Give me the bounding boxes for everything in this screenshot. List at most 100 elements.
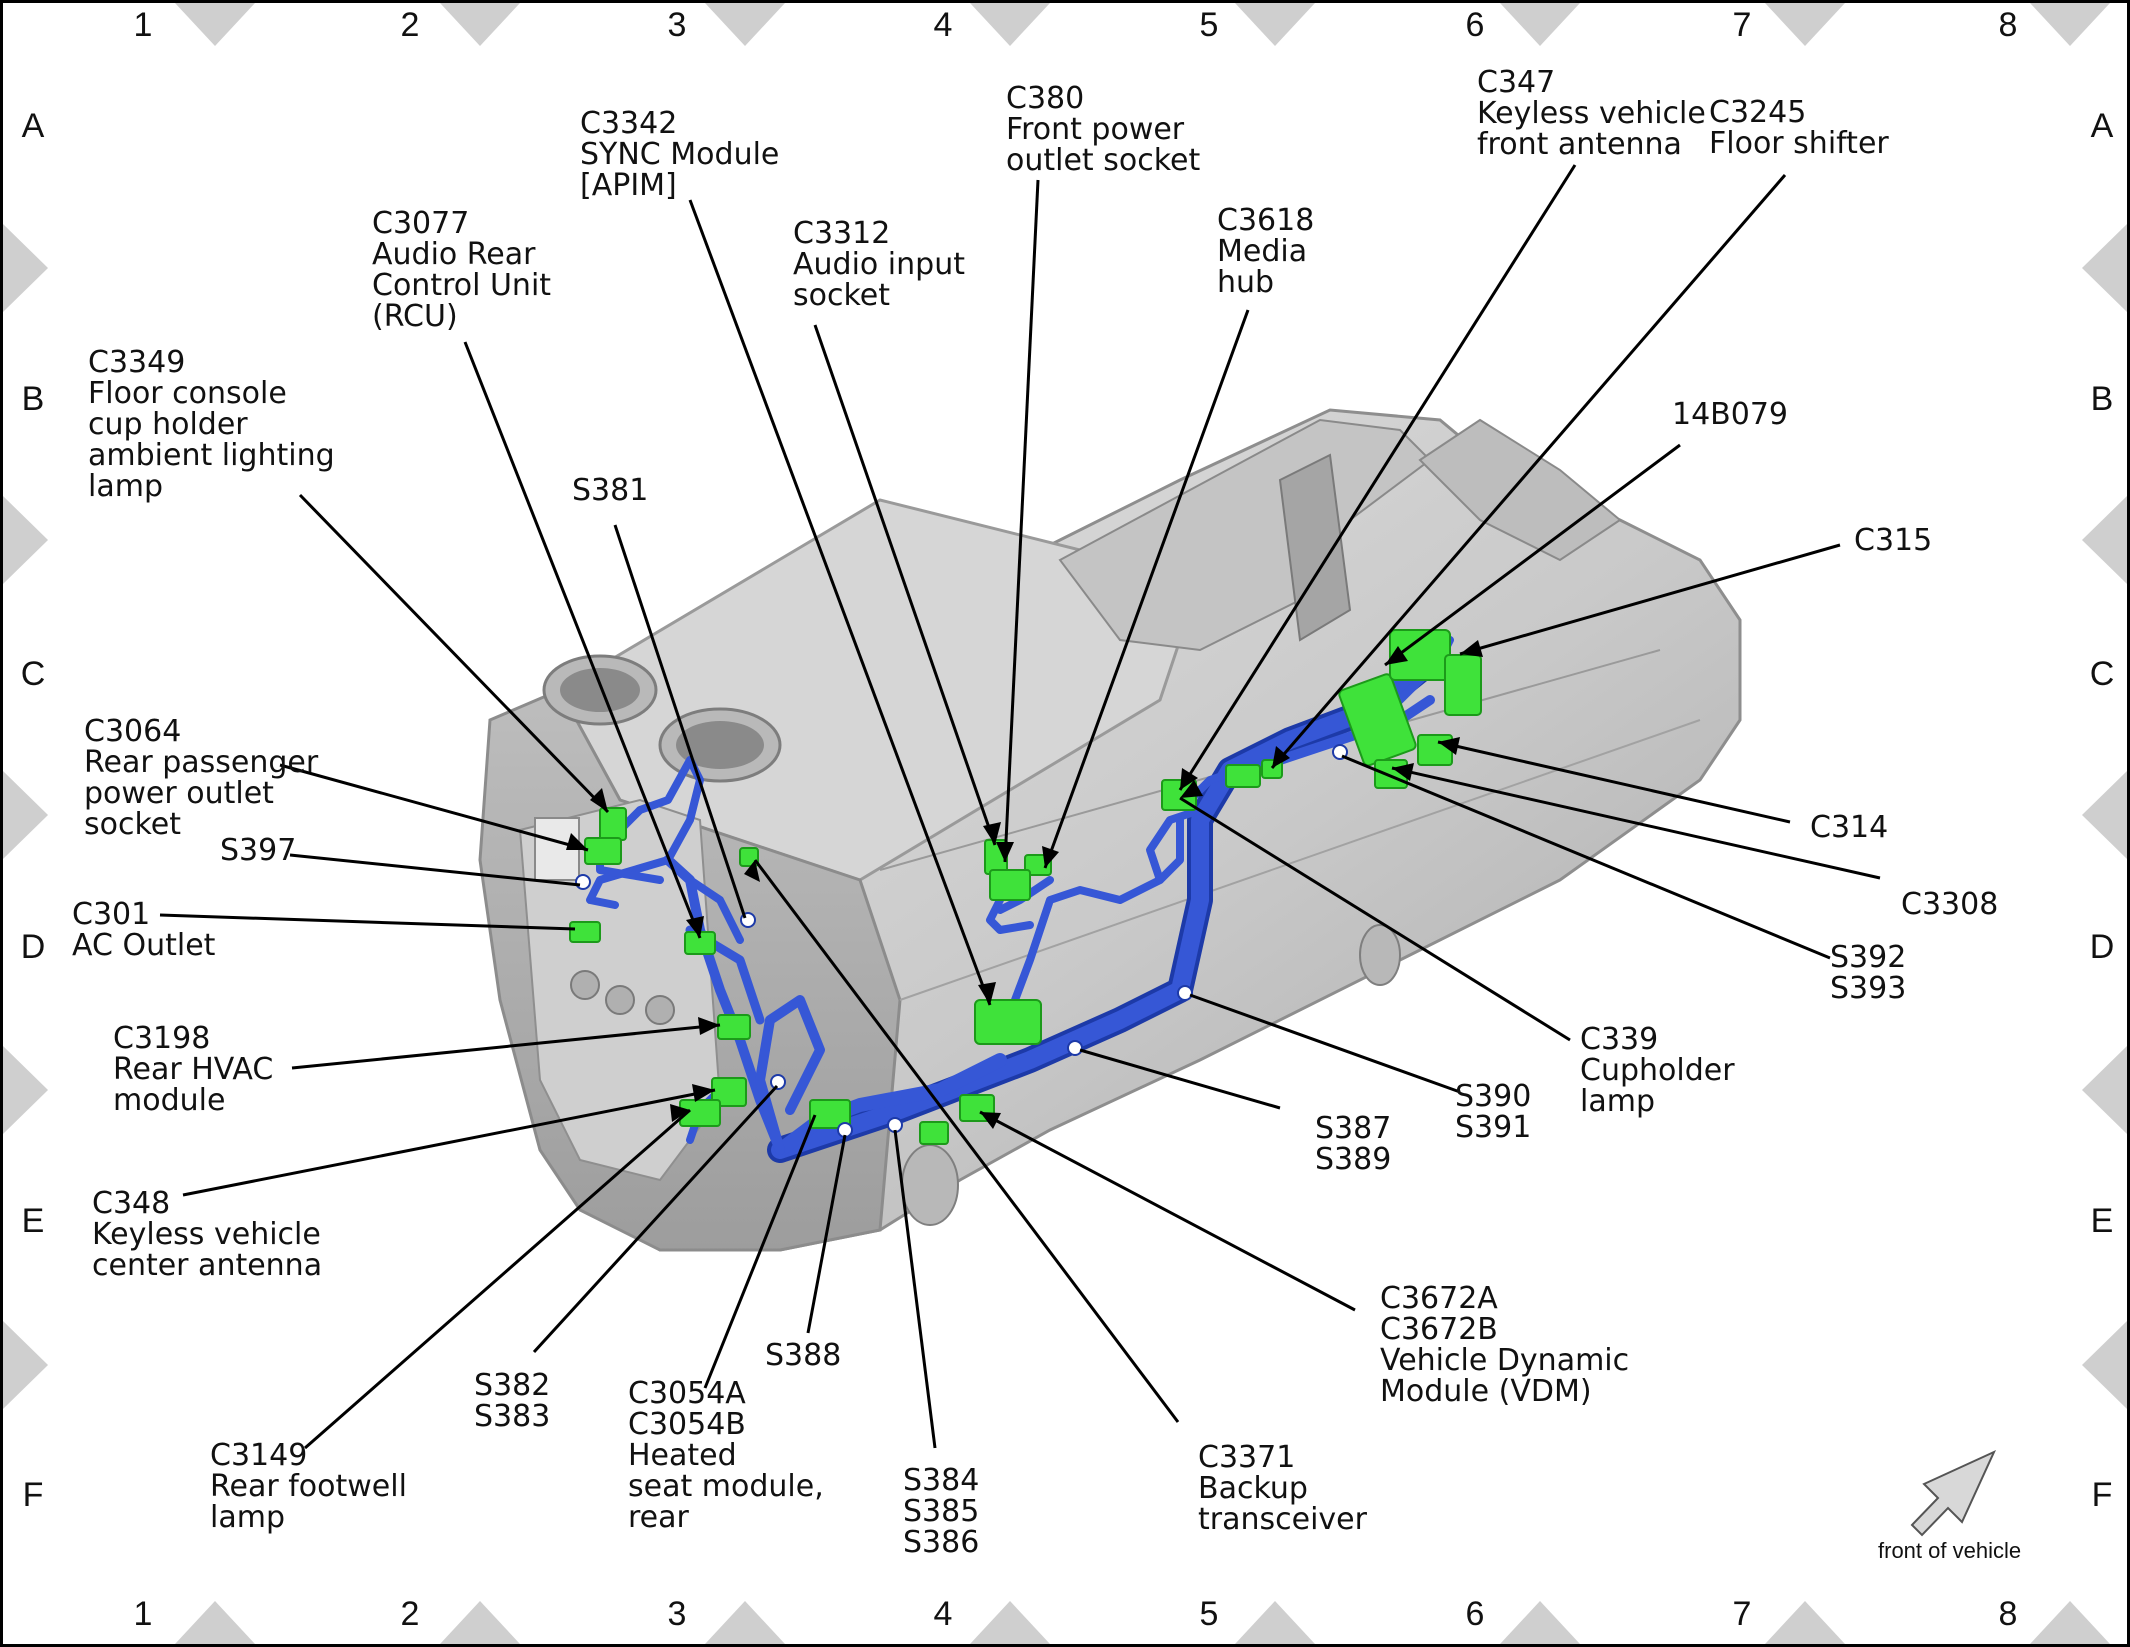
callout-label-line: Rear footwell [210, 1469, 407, 1504]
floor-console-illustration [478, 408, 1742, 1252]
grid-row-label: D [21, 928, 46, 966]
grid-column-label: 6 [1466, 1595, 1485, 1633]
connector-c347 [1225, 764, 1261, 788]
grid-column-label: 2 [401, 1595, 420, 1633]
callout-label-line: Floor console [88, 376, 287, 411]
grid-marker-triangle [175, 1601, 255, 1644]
grid-row-label: C [21, 655, 46, 693]
callout-label-line: ambient lighting [88, 438, 335, 473]
splice-s387 [1067, 1040, 1083, 1056]
callout-label-14b079: 14B079 [1672, 397, 1788, 432]
grid-column-label: 7 [1733, 6, 1752, 44]
callout-label-line: C3054B [628, 1407, 746, 1442]
splice-s388 [837, 1122, 853, 1138]
callout-label-line: Keyless vehicle [92, 1217, 321, 1252]
grid-marker-triangle [2082, 1046, 2127, 1134]
callout-label-line: C3672A [1380, 1281, 1498, 1316]
front-arrow-icon [1910, 1449, 1997, 1537]
callout-label-line: transceiver [1198, 1502, 1368, 1537]
grid-row-label: A [2091, 107, 2114, 145]
callout-label-line: Heated [628, 1438, 737, 1473]
callout-label-line: Audio Rear [372, 237, 536, 272]
callout-label-c3308: C3308 [1901, 887, 1998, 922]
grid-marker-triangle [1500, 3, 1580, 46]
callout-label-line: [APIM] [580, 168, 677, 203]
grid-marker-triangle [2082, 1321, 2127, 1409]
grid-column-label: 4 [934, 6, 953, 44]
splice-s384 [887, 1117, 903, 1133]
grid-marker-triangle [2030, 3, 2110, 46]
connector-c3064 [584, 837, 622, 865]
grid-column-label: 6 [1466, 6, 1485, 44]
grid-marker-triangle [3, 496, 48, 584]
callout-label-line: lamp [210, 1500, 285, 1535]
connector-c3349 [599, 807, 627, 841]
callout-label-line: S397 [220, 833, 296, 868]
leader-arrowheads [566, 640, 1483, 1129]
callout-label-line: S385 [903, 1494, 979, 1529]
callout-label-line: C3245 [1709, 95, 1806, 130]
grid-row-label: E [2091, 1202, 2114, 1240]
callout-label-line: S390 [1455, 1079, 1531, 1114]
grid-marker-triangle [3, 224, 48, 312]
grid-column-label: 1 [134, 6, 153, 44]
callout-label-line: AC Outlet [72, 928, 216, 963]
grid-marker-triangle [1765, 3, 1845, 46]
grid-row-label: F [23, 1476, 44, 1514]
grid-markers [3, 3, 2127, 1644]
callout-label-line: Backup [1198, 1471, 1308, 1506]
callout-label-line: C3312 [793, 216, 890, 251]
callout-label-line: S384 [903, 1463, 979, 1498]
callout-label-line: module [113, 1083, 225, 1118]
grid-marker-triangle [3, 771, 48, 859]
leader-lines [159, 164, 1881, 1450]
callout-label-line: C301 [72, 897, 150, 932]
callout-label-line: Media [1217, 234, 1307, 269]
callout-label-line: S387 [1315, 1111, 1391, 1146]
callout-label-line: C3618 [1217, 203, 1314, 238]
connector-c3342 [974, 999, 1042, 1045]
grid-row-label: F [2092, 1476, 2113, 1514]
grid-column-label: 1 [134, 1595, 153, 1633]
front-of-vehicle-text: front of vehicle [1878, 1538, 2021, 1563]
callout-label-line: C3349 [88, 345, 185, 380]
grid-row-label: B [22, 380, 45, 418]
splice-s390 [1177, 985, 1193, 1001]
callout-label-line: C3371 [1198, 1440, 1295, 1475]
grid-row-label: B [2091, 380, 2114, 418]
callout-label-line: center antenna [92, 1248, 322, 1283]
grid-marker-triangle [2082, 224, 2127, 312]
callout-label-line: Rear HVAC [113, 1052, 273, 1087]
callout-label-line: C348 [92, 1186, 170, 1221]
grid-column-label: 3 [668, 1595, 687, 1633]
callout-label-s381: S381 [572, 473, 648, 508]
callout-label-line: C3054A [628, 1376, 746, 1411]
callout-label-line: (RCU) [372, 299, 458, 334]
callout-label-line: S389 [1315, 1142, 1391, 1177]
grid-marker-triangle [440, 1601, 520, 1644]
grid-column-label: 4 [934, 1595, 953, 1633]
grid-marker-triangle [1500, 1601, 1580, 1644]
grid-marker-triangle [1235, 3, 1315, 46]
grid-marker-triangle [440, 3, 520, 46]
splice-s397 [575, 874, 591, 890]
grid-marker-triangle [2082, 771, 2127, 859]
callout-label-line: S382 [474, 1368, 550, 1403]
callout-label-line: C3672B [1380, 1312, 1498, 1347]
grid-marker-triangle [3, 1321, 48, 1409]
callout-label-line: Keyless vehicle [1477, 96, 1706, 131]
callout-label-s397: S397 [220, 833, 296, 868]
grid-marker-triangle [3, 1046, 48, 1134]
callout-label-line: Module (VDM) [1380, 1374, 1592, 1409]
